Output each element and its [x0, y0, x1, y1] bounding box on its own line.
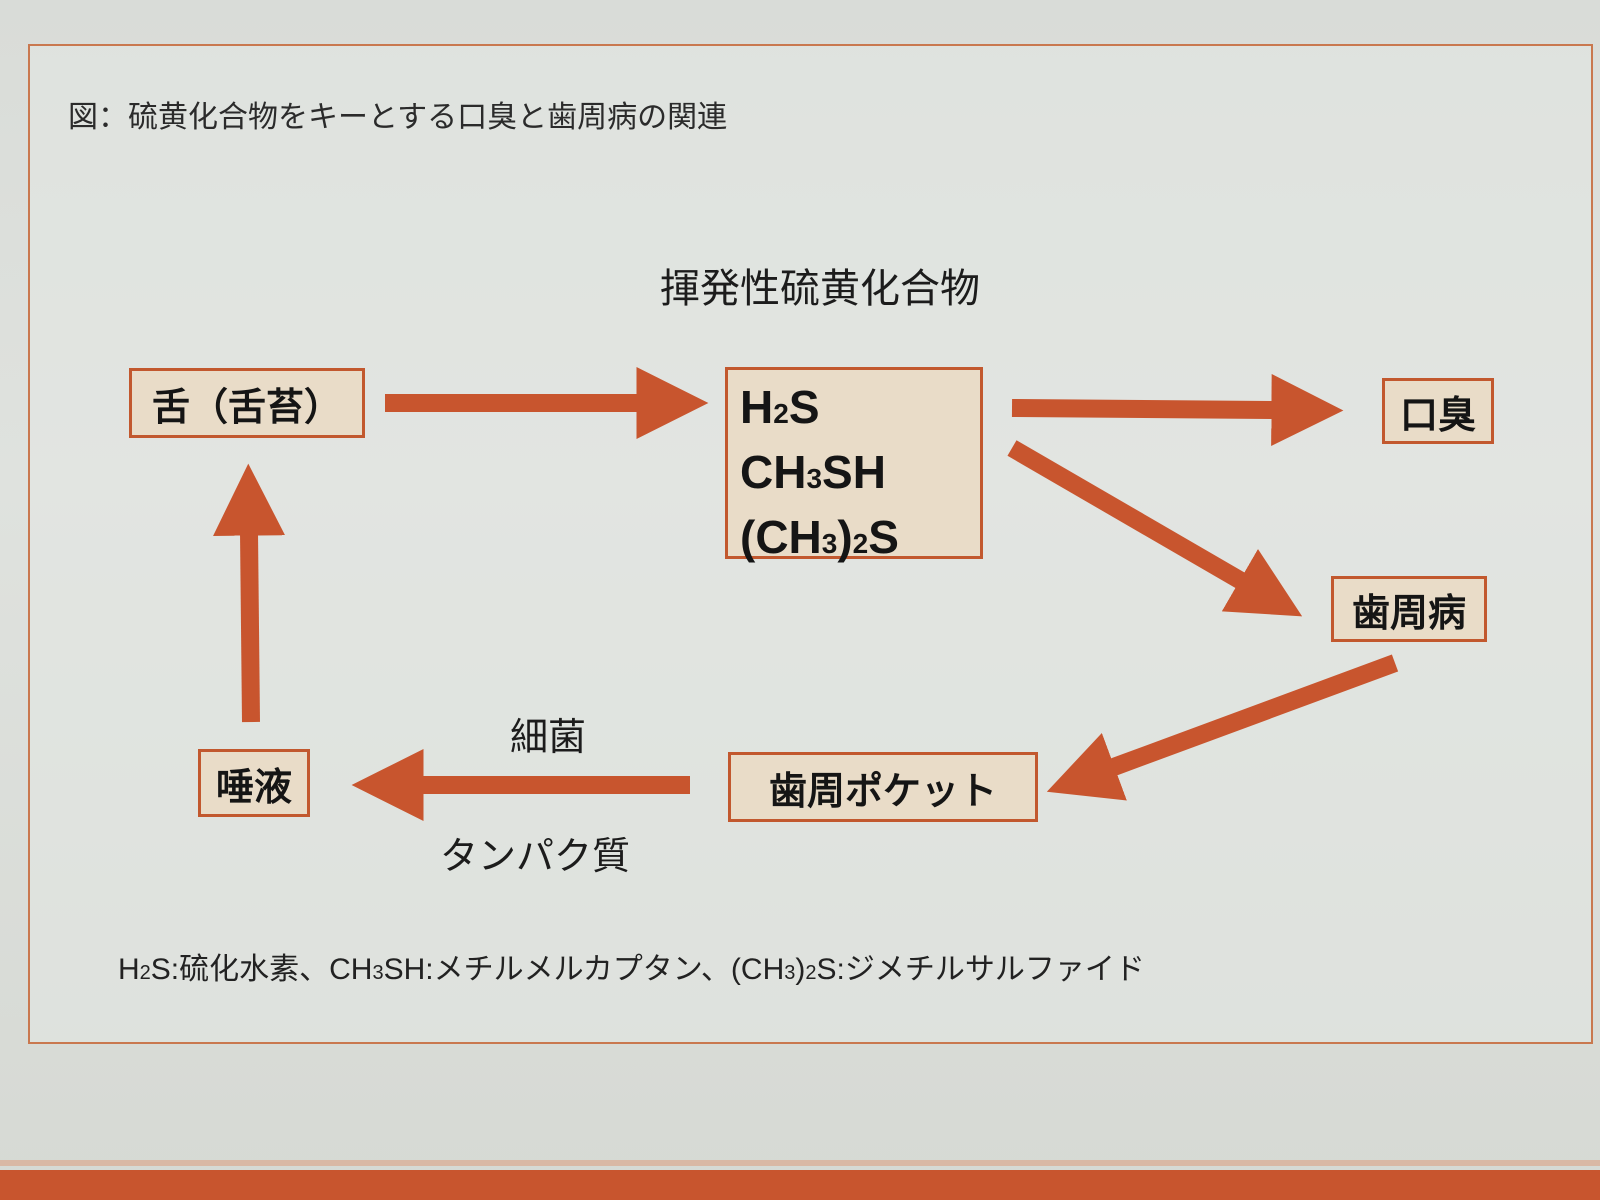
- footnote-subscript: 2: [139, 962, 151, 984]
- footnote-part: S:硫化水素、CH: [150, 953, 373, 986]
- ch3sh-part-b: SH: [822, 446, 886, 498]
- node-sulfur-compounds: H2S CH3SH (CH3)2S: [725, 367, 983, 563]
- figure-caption: 図：硫黄化合物をキーとする口臭と歯周病の関連: [68, 100, 728, 135]
- node-periodontal-pocket: 歯周ポケット: [728, 752, 1038, 822]
- dms-part-a: (CH: [740, 511, 822, 563]
- node-bad-breath: 口臭: [1382, 378, 1494, 444]
- footnote-part: S:ジメチルサルファイド: [816, 953, 1145, 986]
- ch3sh-subscript: 3: [806, 463, 823, 494]
- footnote-part: ): [795, 953, 806, 986]
- arrow-saliva-to-tongue: [213, 463, 286, 723]
- edge-label-bacteria: 細菌: [510, 715, 587, 759]
- dms-subscript-1: 3: [821, 528, 838, 559]
- h2s-part-a: H: [740, 381, 774, 433]
- footnote-subscript: 3: [784, 962, 796, 984]
- h2s-part-b: S: [788, 381, 820, 433]
- dms-part-b: ): [837, 511, 853, 563]
- footnote: H2S:硫化水素、CH3SH:メチルメルカプタン、(CH3)2S:ジメチルサルフ…: [118, 944, 1145, 988]
- compound-ch3sh: CH3SH: [740, 443, 980, 508]
- arrow-compounds-to-bad-breath: [1011, 373, 1344, 446]
- footnote-subscript: 2: [805, 962, 817, 984]
- dms-part-c: S: [868, 511, 899, 563]
- compound-h2s: H2S: [740, 378, 980, 443]
- center-label: 揮発性硫黄化合物: [660, 266, 980, 312]
- footnote-part: H: [118, 953, 140, 986]
- page-divider: [0, 1160, 1600, 1166]
- arrow-compounds-to-periodontal-disease: [1007, 440, 1303, 617]
- node-saliva: 唾液: [198, 749, 310, 817]
- node-periodontal-disease: 歯周病: [1331, 576, 1487, 642]
- page-bottom-band: [0, 1170, 1600, 1200]
- arrow-periodontal-disease-to-pocket: [1046, 654, 1399, 801]
- dms-subscript-2: 2: [852, 528, 869, 559]
- ch3sh-part-a: CH: [740, 446, 807, 498]
- edge-label-protein: タンパク質: [440, 834, 631, 878]
- h2s-subscript: 2: [773, 398, 789, 429]
- footnote-part: SH:メチルメルカプタン、(CH: [383, 953, 785, 986]
- compound-dimethyl-sulfide: (CH3)2S: [740, 508, 980, 573]
- node-tongue: 舌（舌苔）: [129, 368, 365, 438]
- footnote-subscript: 3: [372, 962, 384, 984]
